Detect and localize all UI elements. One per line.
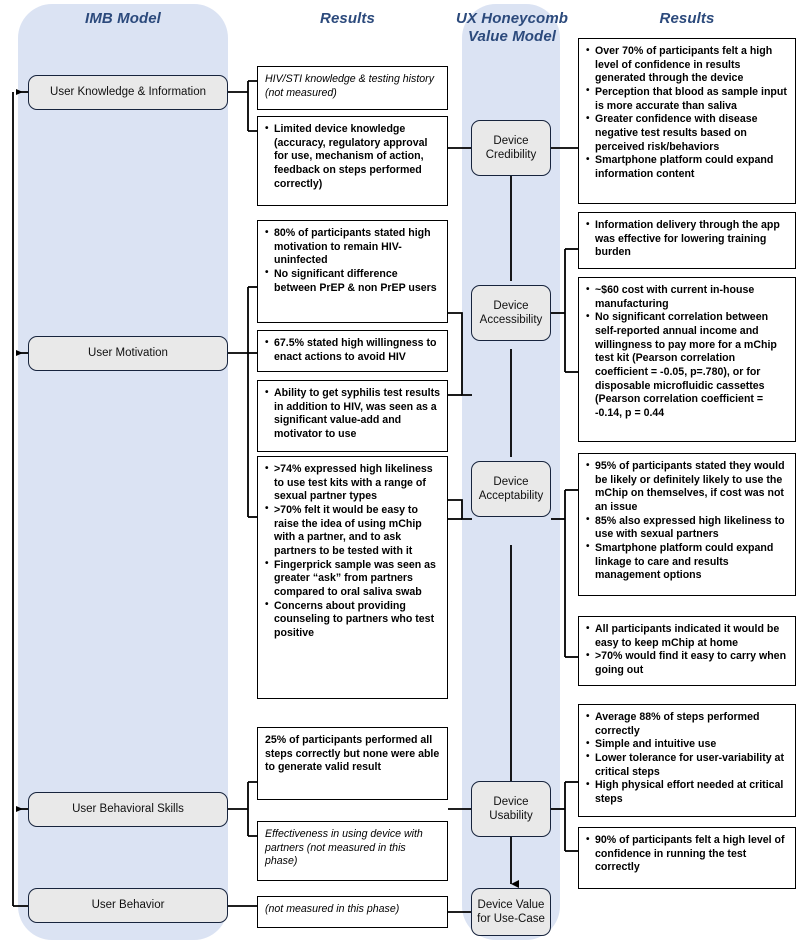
result-box-willingness-enact-actions: 67.5% stated high willingness to enact a…: [257, 330, 448, 372]
ux-node-device-accessibility[interactable]: Device Accessibility: [471, 285, 551, 341]
bullet-item: Average 88% of steps performed correctly: [586, 710, 788, 738]
result-box-motivation-remain-uninfected: 80% of participants stated high motivati…: [257, 220, 448, 323]
imb-node-user-motivation[interactable]: User Motivation: [28, 336, 228, 371]
bullet-item: Concerns about providing counseling to p…: [265, 599, 440, 641]
heading-results-right: Results: [659, 10, 715, 27]
bullet-list: 80% of participants stated high motivati…: [265, 227, 440, 295]
result-box-effectiveness-with-partners: Effectiveness in using device with partn…: [257, 821, 448, 881]
bullet-item: Lower tolerance for user-variability at …: [586, 751, 788, 779]
result-box-limited-device-knowledge: Limited device knowledge (accuracy, regu…: [257, 116, 448, 206]
ux-node-device-value-for-use-case[interactable]: Device Value for Use-Case: [471, 888, 551, 936]
ux-node-device-usability[interactable]: Device Usability: [471, 781, 551, 837]
bullet-item: 90% of participants felt a high level of…: [586, 834, 788, 875]
bullet-item: 85% also expressed high likeliness to us…: [586, 514, 788, 542]
bullet-item: All participants indicated it would be e…: [586, 622, 788, 650]
bullet-item: Limited device knowledge (accuracy, regu…: [265, 122, 440, 191]
bullet-item: Fingerprick sample was seen as greater “…: [265, 558, 440, 600]
bullet-item: High physical effort needed at critical …: [586, 779, 788, 806]
bullet-item: >74% expressed high likeliness to use te…: [265, 463, 440, 504]
result-box-information-delivery-app: Information delivery through the app was…: [578, 212, 796, 269]
result-box-behavior-not-measured: (not measured in this phase): [257, 896, 448, 928]
bullet-list: All participants indicated it would be e…: [586, 622, 788, 678]
result-box-credibility-confidence: Over 70% of participants felt a high lev…: [578, 38, 796, 204]
result-box-acceptability-likeliness: 95% of participants stated they would be…: [578, 453, 796, 596]
result-box-cost-and-correlation: ~$60 cost with current in-house manufact…: [578, 277, 796, 442]
bullet-item: >70% would find it easy to carry when go…: [586, 650, 788, 677]
imb-node-user-behavior[interactable]: User Behavior: [28, 888, 228, 923]
result-text: Effectiveness in using device with partn…: [265, 828, 423, 868]
result-text: HIV/STI knowledge & testing history (not…: [265, 73, 434, 99]
imb-node-user-behavioral-skills[interactable]: User Behavioral Skills: [28, 792, 228, 827]
bullet-list: 67.5% stated high willingness to enact a…: [265, 336, 440, 364]
imb-model-panel: [18, 4, 228, 940]
heading-ux-honeycomb: UX Honeycomb Value Model: [455, 10, 569, 46]
bullet-item: No significant difference between PrEP &…: [265, 267, 440, 295]
bullet-item: ~$60 cost with current in-house manufact…: [586, 283, 788, 311]
result-text: 25% of participants performed all steps …: [265, 734, 440, 774]
bullet-item: Ability to get syphilis test results in …: [265, 387, 440, 442]
bullet-item: Smartphone platform could expand linkage…: [586, 541, 788, 583]
result-box-steps-performed-valid-result: 25% of participants performed all steps …: [257, 727, 448, 800]
bullet-list: ~$60 cost with current in-house manufact…: [586, 283, 788, 421]
bullet-list: Ability to get syphilis test results in …: [265, 387, 440, 442]
heading-imb-model: IMB Model: [85, 10, 161, 27]
heading-results-left: Results: [320, 10, 375, 27]
bullet-list: Over 70% of participants felt a high lev…: [586, 45, 788, 182]
ux-node-device-credibility[interactable]: Device Credibility: [471, 120, 551, 176]
bullet-item: Greater confidence with disease negative…: [586, 113, 788, 154]
bullet-item: Smartphone platform could expand informa…: [586, 154, 788, 181]
bullet-item: 95% of participants stated they would be…: [586, 460, 788, 515]
imb-node-user-knowledge-information[interactable]: User Knowledge & Information: [28, 75, 228, 110]
bullet-list: 95% of participants stated they would be…: [586, 460, 788, 583]
bullet-item: Over 70% of participants felt a high lev…: [586, 45, 788, 86]
bullet-list: Information delivery through the app was…: [586, 219, 788, 260]
result-box-keep-and-carry: All participants indicated it would be e…: [578, 616, 796, 686]
result-box-confidence-running-test: 90% of participants felt a high level of…: [578, 827, 796, 889]
bullet-item: Perception that blood as sample input is…: [586, 85, 788, 113]
bullet-item: 80% of participants stated high motivati…: [265, 227, 440, 268]
bullet-item: >70% felt it would be easy to raise the …: [265, 503, 440, 559]
result-box-partner-use-likeliness: >74% expressed high likeliness to use te…: [257, 456, 448, 699]
bullet-item: Information delivery through the app was…: [586, 219, 788, 260]
bullet-list: Limited device knowledge (accuracy, regu…: [265, 122, 440, 191]
bullet-list: 90% of participants felt a high level of…: [586, 834, 788, 875]
result-box-usability-steps: Average 88% of steps performed correctly…: [578, 704, 796, 817]
bullet-item: 67.5% stated high willingness to enact a…: [265, 336, 440, 364]
result-box-hiv-sti-knowledge: HIV/STI knowledge & testing history (not…: [257, 66, 448, 110]
ux-node-device-acceptability[interactable]: Device Acceptability: [471, 461, 551, 517]
result-text: (not measured in this phase): [265, 903, 400, 915]
result-box-syphilis-value-add: Ability to get syphilis test results in …: [257, 380, 448, 452]
bullet-list: >74% expressed high likeliness to use te…: [265, 463, 440, 641]
bullet-item: No significant correlation between self-…: [586, 311, 788, 420]
bullet-item: Simple and intuitive use: [586, 738, 788, 752]
bullet-list: Average 88% of steps performed correctly…: [586, 710, 788, 807]
